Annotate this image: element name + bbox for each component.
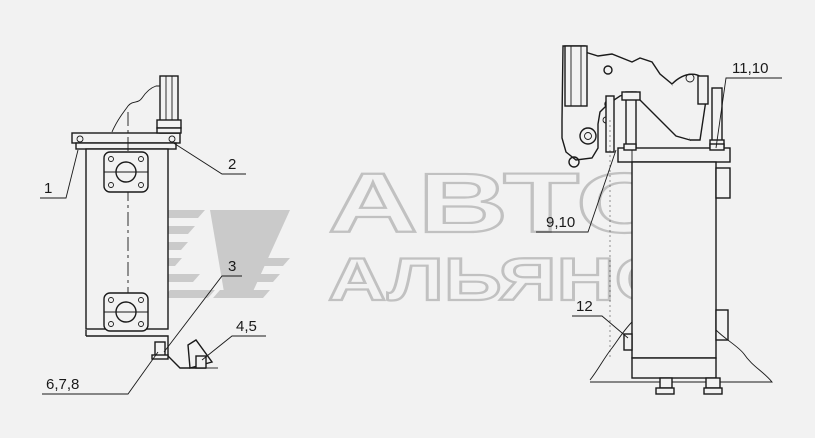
right-bolt-inner	[605, 95, 615, 153]
right-support-wavy	[589, 321, 773, 383]
callout-9-10: 9,10	[546, 214, 575, 231]
callout-2: 2	[228, 156, 236, 173]
callout-1: 1	[44, 180, 52, 197]
callout-3: 3	[228, 258, 236, 275]
right-assembly	[561, 45, 773, 395]
callout-labels: 1 2 3 4,5 6,7,8 9,10 11,10 12	[44, 60, 768, 393]
left-bottom-bracket	[85, 330, 218, 369]
right-cooler-body	[631, 161, 717, 359]
callout-11-10: 11,10	[732, 60, 768, 77]
right-base-plate	[631, 357, 717, 379]
left-top-port	[103, 151, 149, 193]
left-assembly	[71, 75, 218, 369]
callout-12: 12	[576, 298, 593, 315]
watermark-line2: АЛЬЯНС	[328, 246, 673, 313]
leader-lines	[40, 77, 782, 395]
watermark-logo: АВТО АЛЬЯНС	[123, 155, 674, 314]
right-upper-bracket	[561, 45, 709, 168]
left-support-wavy	[111, 85, 161, 133]
callout-4-5: 4,5	[236, 318, 257, 335]
left-bottom-port	[103, 292, 149, 332]
left-flange-plate	[71, 132, 181, 144]
watermark-line1: АВТО	[328, 156, 673, 250]
callout-6-7-8: 6,7,8	[46, 376, 79, 393]
